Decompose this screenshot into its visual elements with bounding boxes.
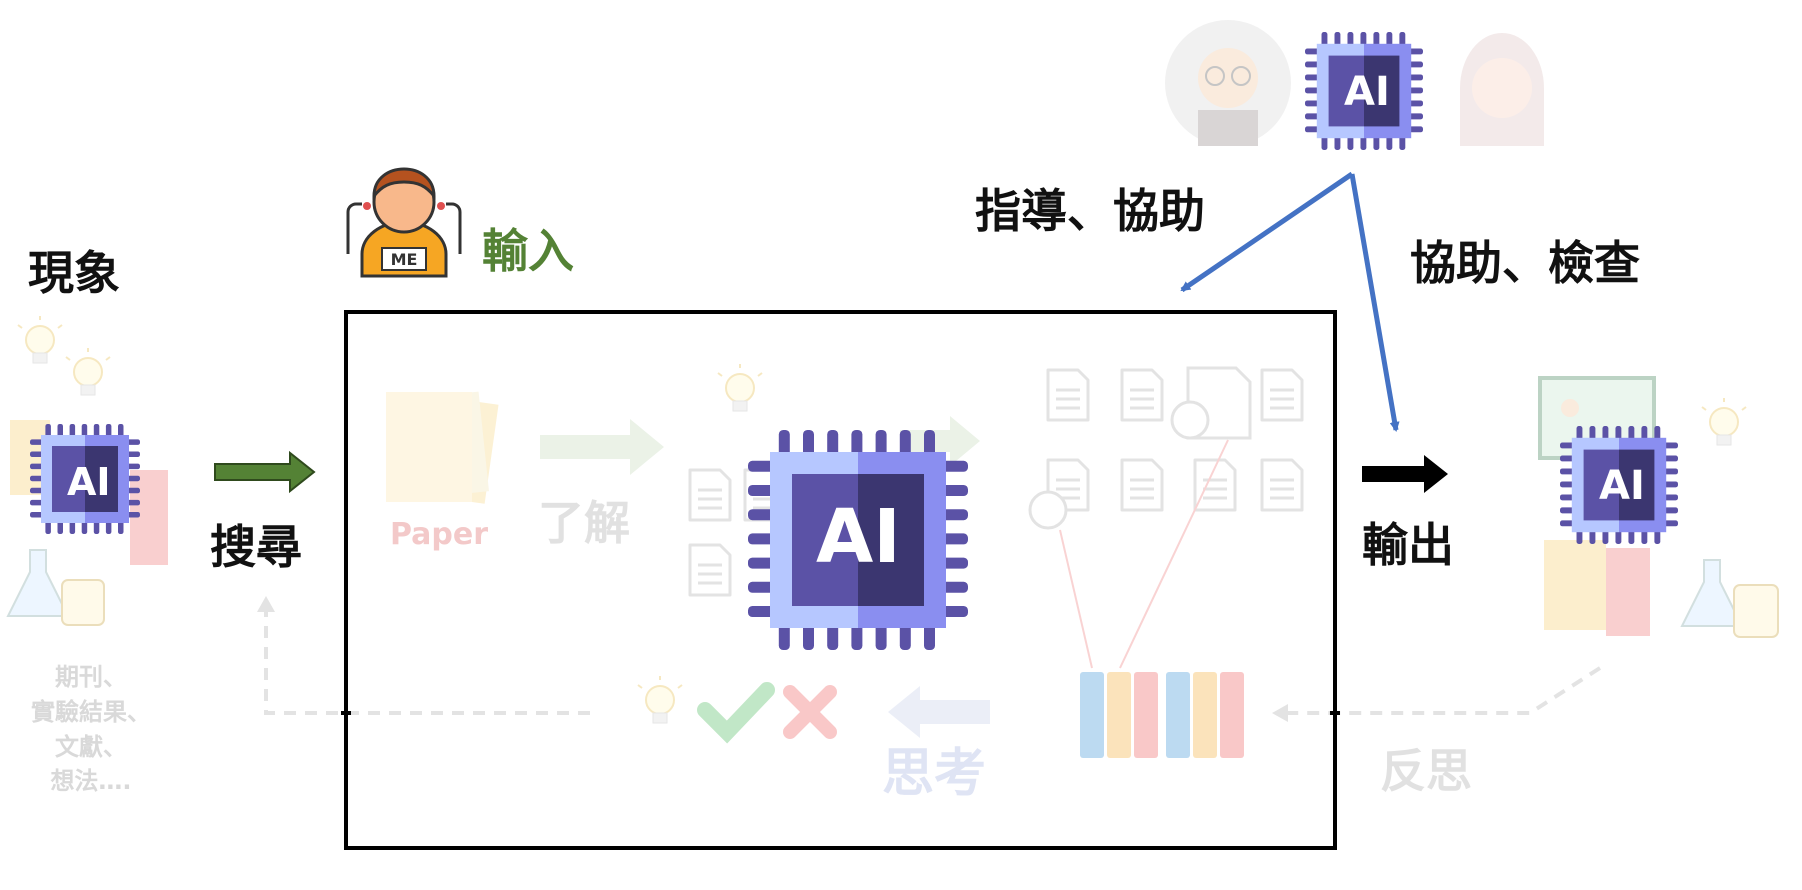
me-badge-text: ME [391, 250, 418, 269]
dashed-feedback-loop [264, 605, 1602, 715]
reflect-label: 反思 [1380, 744, 1472, 798]
faded-green-arrow-icons [540, 416, 980, 475]
right-flask-icon [1680, 559, 1779, 638]
output-arrow [1362, 455, 1448, 493]
phenomenon-label: 現象 [28, 246, 120, 300]
ai-chip-text-left: AI [67, 460, 111, 504]
right-books-icon [1544, 540, 1650, 636]
check-icon [697, 682, 775, 744]
ai-chip-text-right: AI [1599, 463, 1645, 509]
binder-icons [1080, 672, 1244, 758]
guide-assist-label: 指導、協助 [975, 184, 1205, 238]
faded-background-icons [6, 20, 1779, 758]
search-label: 搜尋 [210, 520, 302, 574]
professor-icon [1165, 20, 1291, 146]
girl-icon [1460, 33, 1544, 146]
sources-note: 期刊、 實驗結果、 文獻、 想法…. [31, 663, 151, 796]
think-label: 思考 [882, 744, 987, 804]
left-flask-icon [6, 549, 105, 626]
ai-chip-text-top: AI [1344, 69, 1390, 115]
center-lightbulb-icon [717, 363, 763, 412]
paper-label: Paper [390, 517, 489, 552]
output-label: 輸出 [1362, 518, 1454, 572]
document-grid-icons [1028, 366, 1304, 530]
search-arrow [214, 450, 316, 494]
person-me-icon: ME [346, 167, 462, 278]
faded-red-lines [1059, 439, 1229, 669]
cross-icon [783, 685, 837, 739]
ai-process-frame [344, 310, 1337, 850]
assist-check-label: 協助、檢查 [1410, 236, 1640, 290]
input-label: 輸入 [482, 224, 574, 278]
check-arrow [1349, 173, 1400, 432]
faded-blue-arrow-icon [888, 686, 990, 738]
right-lightbulb-icon [1701, 397, 1747, 446]
think-lightbulb-icon [637, 675, 683, 724]
ai-chip-text-center: AI [816, 494, 901, 580]
left-lightbulb-icon [17, 315, 111, 396]
paper-stack-icon [386, 391, 499, 504]
understand-label: 了解 [538, 496, 630, 550]
guide-arrow [1180, 171, 1354, 293]
